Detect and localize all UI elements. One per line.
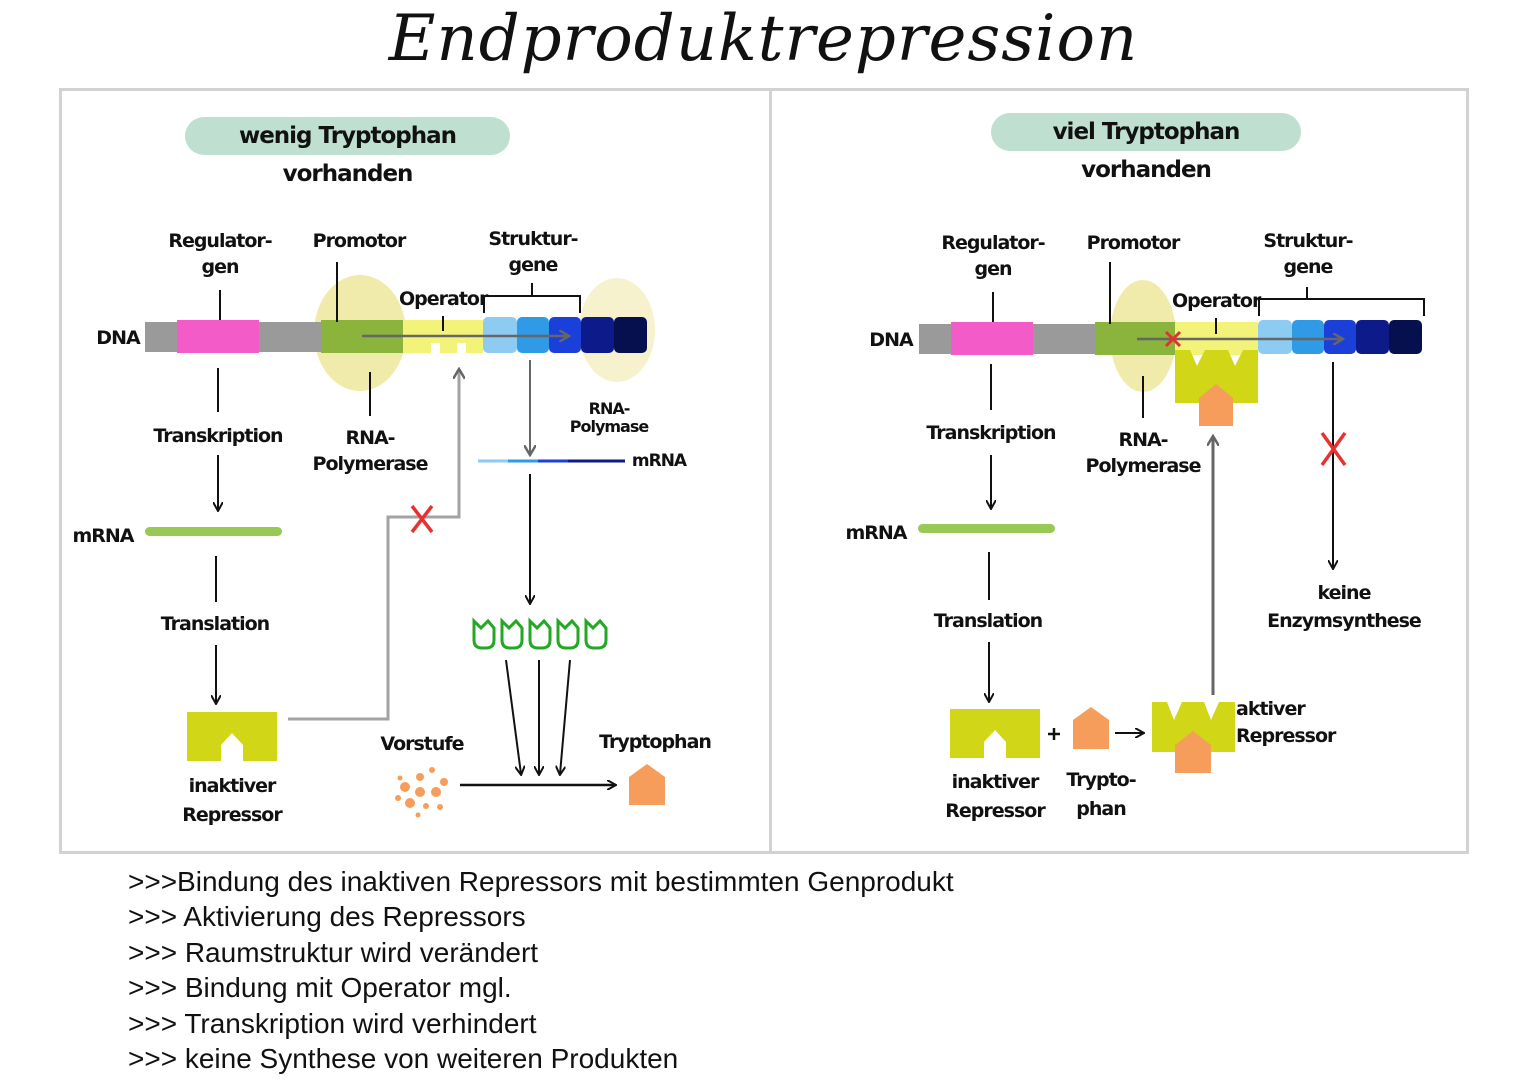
right-active-repressor-bound	[1175, 350, 1258, 403]
left-label-mrna-right: mRNA	[631, 451, 687, 471]
right-label-transkription: Transkription	[926, 422, 1056, 444]
left-label-rna-polymerase-small: RNA- Polymase	[569, 399, 649, 436]
right-label-dna: DNA	[869, 329, 913, 351]
left-gene-pointers	[219, 262, 581, 416]
left-tryptophan-shape	[629, 764, 665, 805]
note-line: >>>Bindung des inaktiven Repressors mit …	[128, 866, 954, 897]
note-line: >>> Bindung mit Operator mgl.	[128, 972, 512, 1004]
summary-notes: >>>Bindung des inaktiven Repressors mit …	[128, 864, 954, 1076]
right-label-keine-enzymsynthese: keine Enzymsynthese	[1267, 582, 1422, 632]
left-label-mrna: mRNA	[72, 525, 134, 547]
right-label-tryptophan: Trypto- phan	[1066, 769, 1136, 820]
right-mrna-bar	[918, 524, 1055, 533]
note-line: >>> Aktivierung des Repressors	[128, 901, 526, 933]
right-label-operator: Operator	[1172, 290, 1261, 312]
right-panel	[769, 88, 1469, 854]
right-label-mrna: mRNA	[845, 522, 907, 544]
right-label-aktiver-repressor: aktiver Repressor	[1236, 698, 1336, 747]
left-label-transkription: Transkription	[153, 425, 283, 447]
right-label-inaktiver-repressor: inaktiver Repressor	[945, 771, 1045, 822]
right-label-translation: Translation	[933, 610, 1043, 632]
right-active-repressor-tryptophan	[1175, 731, 1211, 773]
right-label-strukturgene: Struktur- gene	[1263, 230, 1353, 278]
right-label-rna-polymerase: RNA- Polymerase	[1085, 429, 1202, 477]
right-label-promotor: Promotor	[1086, 232, 1181, 254]
left-label-translation: Translation	[160, 613, 270, 635]
note-line: >>> keine Synthese von weiteren Produkte…	[128, 1043, 679, 1075]
left-label-operator: Operator	[399, 288, 488, 310]
left-mrna-bar	[145, 527, 282, 536]
left-label-regulatorgen: Regulator- gen	[168, 230, 272, 278]
right-plus-sign	[1048, 728, 1060, 740]
right-bound-tryptophan	[1199, 384, 1233, 426]
left-label-vorstufe: Vorstufe	[380, 733, 464, 755]
right-transcription-blocked-cross	[1164, 330, 1182, 348]
note-line: >>> Transkription wird verhindert	[128, 1007, 537, 1039]
left-label-rna-polymerase: RNA- Polymerase	[312, 427, 429, 475]
left-precursor-dots	[395, 767, 448, 818]
note-line: >>> Raumstruktur wird verändert	[128, 936, 539, 968]
left-enzymes	[472, 617, 608, 650]
left-label-promotor: Promotor	[312, 230, 407, 252]
left-label-dna: DNA	[96, 327, 140, 349]
left-label-tryptophan: Tryptophan	[599, 731, 712, 753]
right-panel-heading: viel Tryptophan vorhanden	[991, 113, 1301, 183]
left-blocked-cross	[410, 504, 434, 534]
left-inactive-repressor	[187, 712, 277, 761]
right-active-repressor	[1152, 702, 1235, 752]
right-inactive-repressor	[950, 709, 1040, 758]
left-repressor-path-arrow	[288, 370, 459, 721]
left-label-inaktiver-repressor: inaktiver Repressor	[182, 775, 282, 826]
right-gene-pointers	[992, 262, 1425, 418]
right-free-tryptophan	[1073, 707, 1109, 749]
left-label-strukturgene: Struktur- gene	[488, 228, 578, 276]
left-panel-heading: wenig Tryptophan vorhanden	[185, 117, 510, 187]
right-no-synthesis-cross	[1320, 431, 1347, 467]
left-enzyme-arrows	[505, 659, 571, 774]
right-label-regulatorgen: Regulator- gen	[941, 232, 1045, 280]
page-title: Endproduktrepression	[388, 2, 1139, 76]
